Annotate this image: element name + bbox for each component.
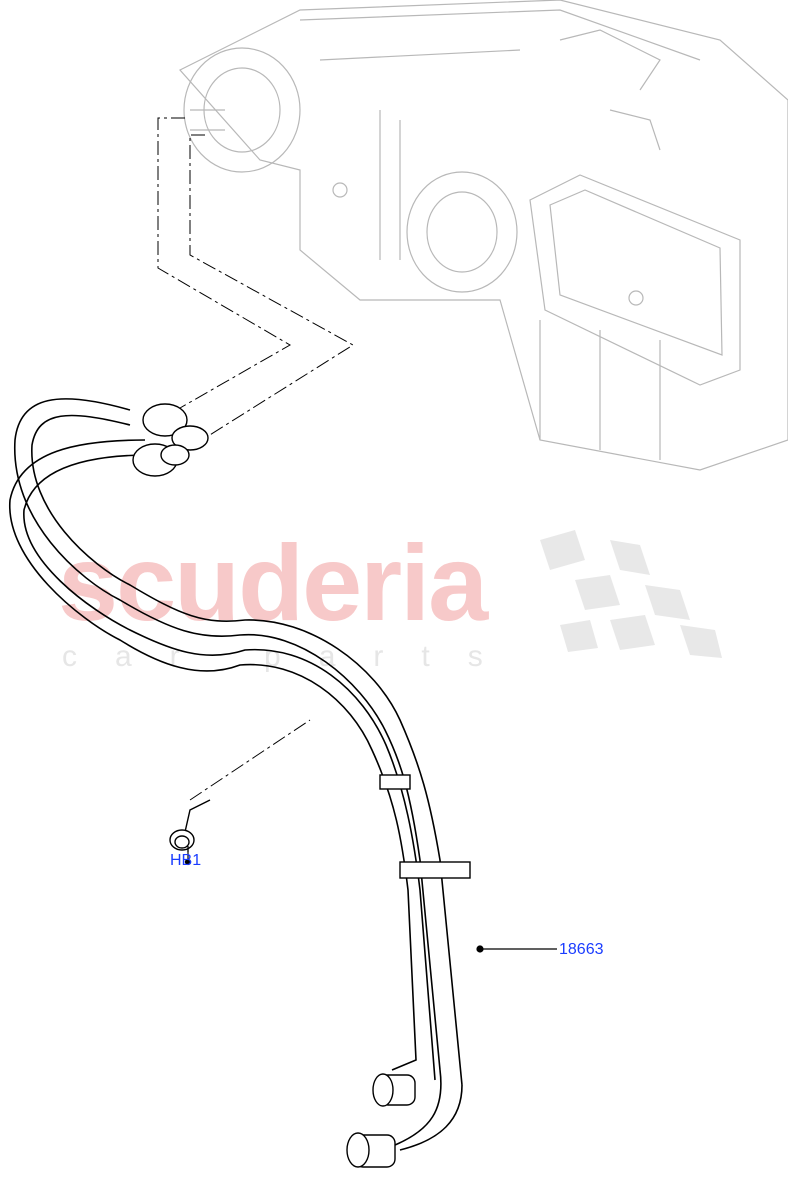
callout-18663[interactable]: 18663	[559, 941, 604, 958]
guide-lines	[157, 117, 354, 801]
watermark-flag	[540, 530, 722, 658]
leader-lines	[184, 846, 557, 953]
hose-connectors	[132, 403, 471, 1168]
hvac-unit	[179, 0, 788, 471]
watermark-brand: scuderia	[58, 522, 488, 643]
bolt-hb1	[169, 799, 211, 851]
callout-hb1[interactable]: HB1	[170, 852, 202, 869]
watermark-tagline: car parts	[62, 640, 521, 673]
